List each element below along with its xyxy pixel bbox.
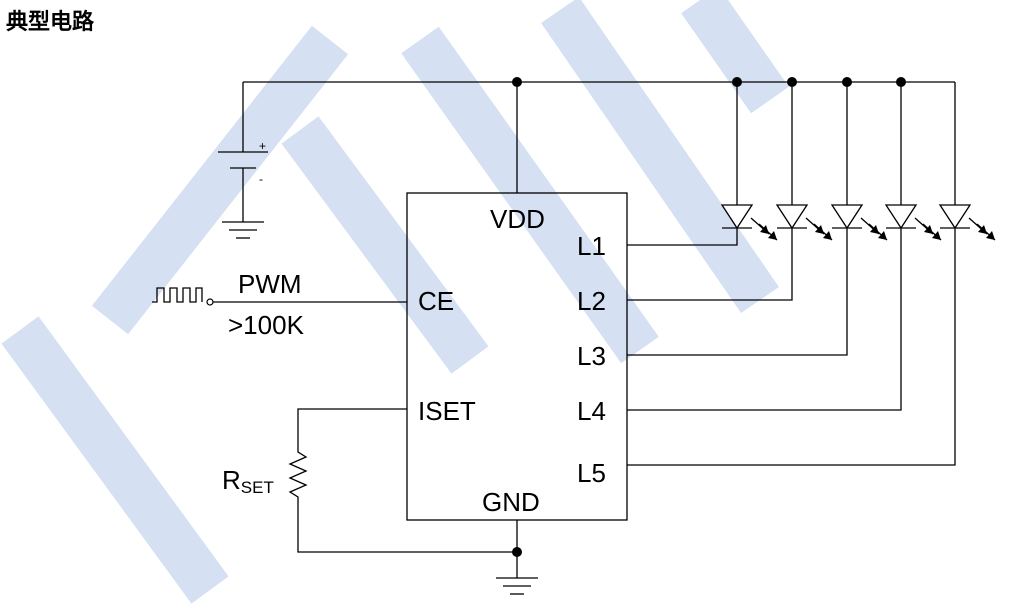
page-title: 典型电路: [6, 10, 95, 35]
led-2-cathode-wire: [627, 228, 793, 301]
battery-symbol: + -: [218, 139, 268, 222]
led-3-diode-icon: [830, 204, 864, 230]
junction-dot: [512, 547, 522, 557]
battery-ground-icon: [222, 221, 264, 239]
led-array: [627, 82, 996, 466]
pwm-label: PWM: [238, 269, 302, 299]
battery-minus-label: -: [259, 172, 263, 186]
watermark-stroke: [541, 0, 779, 314]
ic-ground-icon: [496, 577, 538, 595]
pwm-input-terminal: [206, 298, 214, 306]
junction-dot: [512, 77, 522, 87]
rset-label: RSET: [222, 465, 274, 497]
led-5-cathode-wire: [627, 228, 956, 466]
watermark-stroke: [681, 0, 789, 114]
led-1-arrowhead-icon: [768, 231, 777, 240]
watermark-stroke: [281, 116, 489, 374]
led-4-arrowhead-icon: [932, 231, 941, 240]
battery-plus-label: +: [259, 139, 266, 153]
watermark-stroke: [1, 316, 229, 604]
led-4-cathode-wire: [627, 228, 902, 411]
led-2-diode-icon: [775, 204, 809, 230]
led-5-arrowhead-icon: [986, 231, 995, 240]
led-5-diode-icon: [938, 204, 972, 230]
pwm-frequency-label: >100K: [228, 310, 305, 340]
pin-l1-label: L1: [577, 231, 606, 261]
pin-gnd-label: GND: [482, 487, 540, 517]
rset-resistor: [288, 445, 517, 553]
led-1-diode-icon: [720, 204, 754, 230]
pin-l5-label: L5: [577, 458, 606, 488]
pin-l2-label: L2: [577, 286, 606, 316]
pin-l3-label: L3: [577, 341, 606, 371]
led-2-arrowhead-icon: [823, 231, 832, 240]
pin-iset-label: ISET: [418, 396, 476, 426]
iset-wire: [297, 408, 407, 445]
watermark: [1, 0, 789, 604]
led-3-cathode-wire: [627, 228, 848, 356]
pin-vdd-label: VDD: [490, 204, 545, 234]
led-3-arrowhead-icon: [878, 231, 887, 240]
led-4-diode-icon: [884, 204, 918, 230]
pin-l4-label: L4: [577, 396, 606, 426]
led-1-cathode-wire: [627, 228, 738, 246]
pin-ce-label: CE: [418, 286, 454, 316]
watermark-stroke: [91, 25, 349, 335]
pwm-square-wave-icon: [152, 287, 203, 303]
watermark-stroke: [401, 26, 659, 364]
